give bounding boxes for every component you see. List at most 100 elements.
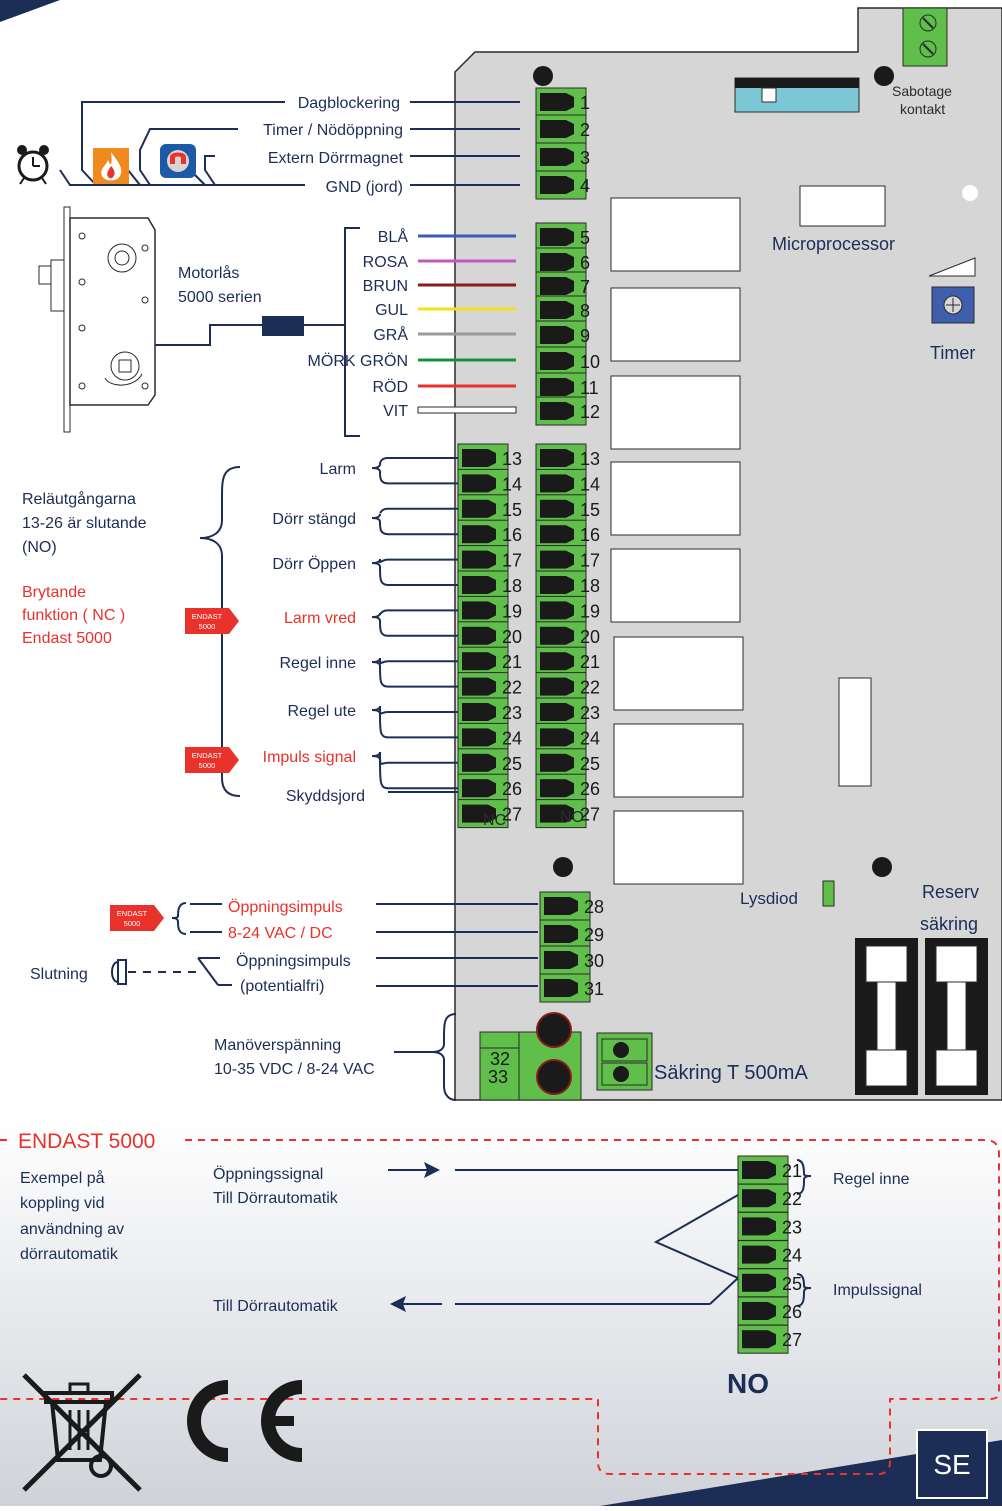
terminal-clamp — [566, 576, 574, 594]
microprocessor-label: Microprocessor — [772, 234, 895, 254]
no-terminal: 27 — [535, 799, 600, 829]
nc-terminal: 24 — [457, 722, 522, 752]
terminal-screw-slot — [544, 951, 570, 969]
relay-pair-brace — [371, 609, 389, 637]
terminal-number: 22 — [782, 1189, 802, 1209]
terminal-clamp — [566, 601, 574, 620]
gnd-wire — [59, 169, 305, 186]
terminal-screw-slot — [462, 576, 488, 594]
relay — [610, 197, 741, 272]
badge-arrow — [110, 905, 164, 931]
terminal-screw-slot — [540, 449, 566, 467]
fuse-clip — [865, 1049, 908, 1087]
power-terminal-number: 32 — [490, 1049, 510, 1069]
power-screw — [536, 1059, 572, 1095]
example-text: dörrautomatik — [20, 1246, 119, 1263]
terminal-number: 11 — [580, 378, 599, 398]
terminal-number: 26 — [502, 779, 522, 799]
nc-terminal: 27 — [457, 799, 522, 829]
example-terminal: 22 — [737, 1183, 802, 1213]
nc-terminal: 14 — [457, 468, 522, 498]
terminal-clamp — [570, 897, 578, 915]
terminal-clamp — [488, 449, 496, 467]
fuse-terminal-screw — [613, 1042, 629, 1058]
terminal-number: 21 — [782, 1161, 802, 1181]
mount-hole — [533, 66, 553, 86]
input-label: Dagblockering — [298, 95, 400, 112]
terminal-number: 12 — [580, 402, 600, 422]
terminal-screw-slot — [462, 525, 488, 544]
example-terminal: 25 — [737, 1268, 802, 1298]
footer-background — [0, 1120, 1002, 1506]
terminal-screw-slot — [540, 402, 566, 420]
badge-text: 5000 — [199, 761, 216, 770]
badge-text: ENDAST — [192, 751, 223, 760]
terminal-screw-slot — [462, 601, 488, 620]
opening-terminal: 29 — [539, 919, 604, 949]
relay-note: 13-26 är slutande — [22, 515, 147, 532]
opening-impuls2-label: Öppningsimpuls — [236, 952, 351, 970]
timer-label: Timer — [930, 343, 975, 363]
nc-terminal: 25 — [457, 748, 522, 778]
terminal-number: 1 — [580, 93, 590, 113]
terminal-clamp — [566, 93, 574, 111]
no-terminal: 21 — [535, 646, 600, 676]
terminal-screw-slot — [540, 277, 566, 295]
terminal-clamp — [566, 525, 574, 544]
terminal-screw-slot — [540, 703, 566, 721]
relay — [613, 636, 744, 711]
input-terminal: 1 — [535, 87, 590, 117]
switch-blade — [127, 169, 141, 186]
terminal-number: 17 — [580, 551, 600, 571]
sabotage-screw-slot-2 — [922, 43, 934, 55]
relay-pair-brace — [371, 705, 389, 739]
impuls-brace — [171, 902, 187, 935]
terminal-clamp — [488, 753, 496, 772]
opening-potential-label: (potentialfri) — [240, 978, 324, 995]
opening-terminal: 30 — [539, 945, 604, 975]
sabotage-screw-slot-1 — [922, 17, 934, 29]
terminal-number: 16 — [580, 525, 600, 545]
terminal-screw-slot — [540, 576, 566, 594]
fuse-clip — [865, 945, 908, 983]
motor-cable — [155, 324, 262, 346]
mount-hole — [874, 66, 894, 86]
terminal-screw-slot — [540, 352, 566, 370]
example-signal-out: Till Dörrautomatik — [213, 1298, 339, 1315]
terminal-clamp — [566, 120, 574, 138]
terminal-number: 28 — [584, 897, 604, 917]
terminal-number: 25 — [502, 754, 522, 774]
terminal-number: 14 — [502, 474, 522, 494]
arrow-right-icon — [424, 1162, 440, 1178]
lysdiod-label: Lysdiod — [740, 889, 798, 908]
terminal-clamp — [566, 728, 574, 747]
badge-text: 5000 — [199, 622, 216, 631]
terminal-clamp — [566, 148, 574, 166]
pin-header — [838, 677, 872, 787]
wire-label: ROSA — [363, 254, 409, 271]
example-text: Exempel på — [20, 1169, 105, 1187]
terminal-clamp — [566, 402, 574, 420]
terminal-clamp — [566, 626, 574, 645]
wire-label: VIT — [383, 403, 408, 420]
terminal-screw-slot — [462, 728, 488, 747]
terminal-screw-slot — [544, 979, 570, 997]
terminal-number: 2 — [580, 120, 590, 140]
terminal-number: 25 — [580, 754, 600, 774]
terminal-clamp — [566, 301, 574, 319]
nc-terminal: 26 — [457, 773, 522, 803]
power-label: Manöverspänning — [214, 1037, 341, 1054]
terminal-clamp — [488, 499, 496, 518]
example-terminal: 27 — [737, 1324, 802, 1354]
terminal-screw-slot — [540, 652, 566, 671]
terminal-screw-slot — [540, 728, 566, 747]
terminal-screw-slot — [742, 1245, 768, 1264]
motor-terminal: 11 — [535, 372, 599, 402]
terminal-clamp — [566, 378, 574, 396]
input-label: GND (jord) — [326, 179, 403, 196]
fuse-body — [876, 981, 897, 1051]
terminal-number: 31 — [584, 979, 604, 999]
relay — [613, 723, 744, 798]
nc-terminal: 17 — [457, 545, 522, 575]
